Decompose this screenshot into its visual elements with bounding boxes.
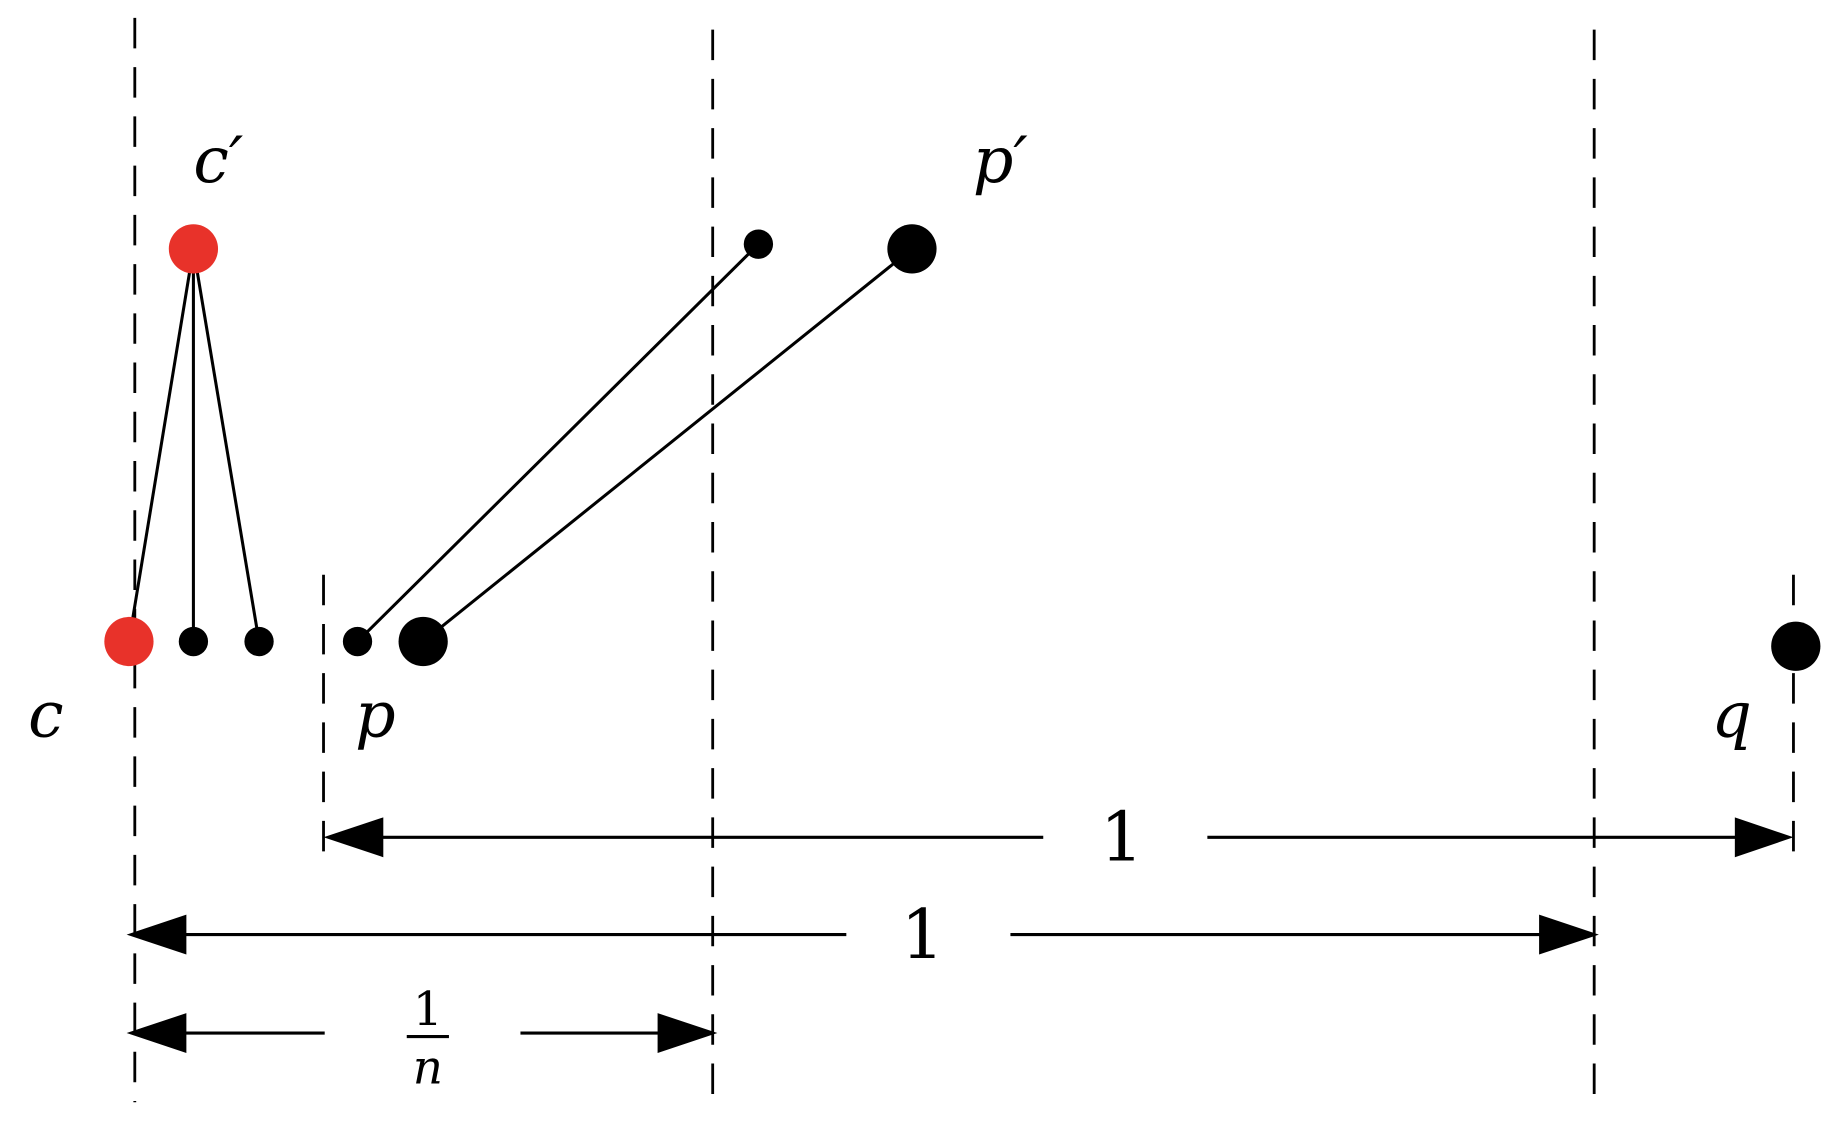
dimension-arrow-pq: 1 [323,799,1794,878]
point-small [743,229,774,259]
arrowhead-left-icon [126,914,187,955]
arrowhead-right-icon [1734,817,1794,858]
label-p-prime: p′ [973,123,1028,197]
dimension-label-one: 1 [901,896,944,975]
edge-small-p-pprime [356,243,760,643]
edge-cprime-right [191,248,261,642]
edge-cprime-c [127,248,195,642]
edge-p-pprime [422,247,913,643]
arrowhead-right-icon [657,1013,718,1053]
dimension-label-pq: 1 [1100,799,1143,878]
arrowhead-left-icon [126,1013,187,1053]
point-small [342,626,373,657]
dimension-arrow-one: 1 [126,896,1599,975]
arrowhead-left-icon [323,817,384,858]
point-p-prime [887,224,937,274]
label-c: c [28,677,63,751]
point-small [244,626,274,657]
label-p: p [355,677,396,751]
arrowhead-right-icon [1539,914,1599,955]
fraction-numerator: 1 [413,982,443,1037]
label-q: q [1711,677,1752,751]
fraction-denominator: n [413,1040,443,1095]
label-c-prime: c′ [193,123,243,197]
point-p [398,616,448,667]
point-small [178,626,209,657]
point-q [1771,621,1821,671]
dimension-arrow-one-over-n: 1 n [126,982,718,1095]
point-c-prime [168,224,219,274]
point-c [104,616,154,667]
